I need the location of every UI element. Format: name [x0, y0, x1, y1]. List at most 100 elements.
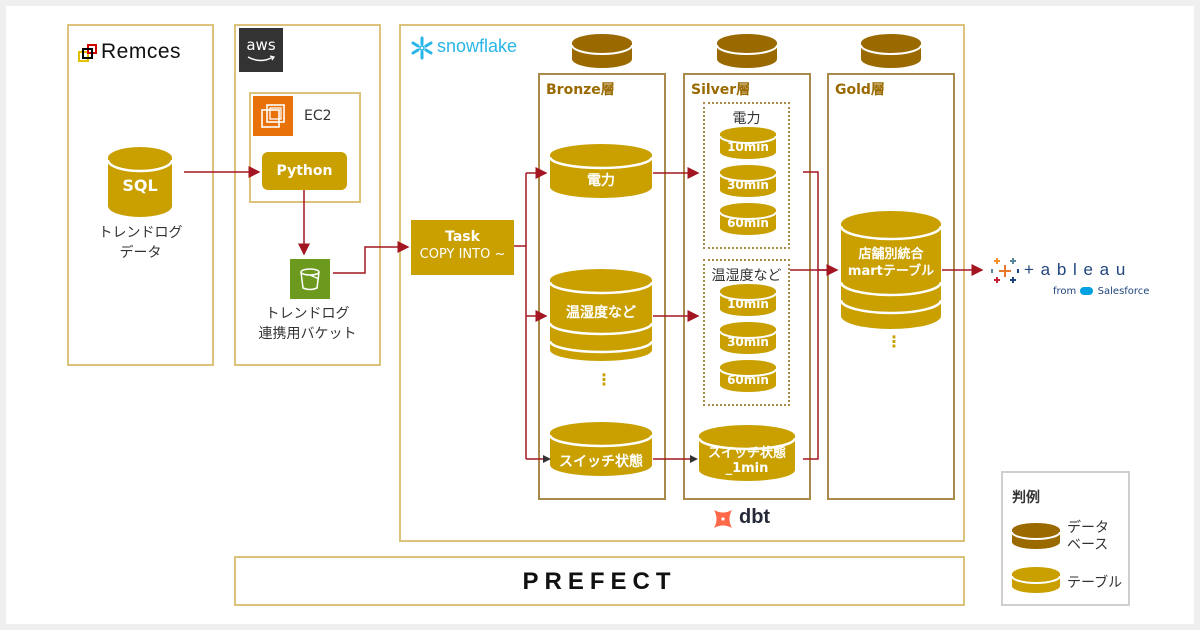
silver-group-power-title: 電力: [732, 111, 761, 127]
legend-title: 判例: [1012, 490, 1040, 506]
silver-small-table-label: 30min: [727, 178, 769, 192]
legend-table-icon: [1011, 567, 1061, 593]
salesforce-text: Salesforce: [1097, 286, 1150, 297]
snowflake-icon: [411, 36, 433, 60]
architecture-diagram: Remces SQL トレンドログ データ aws EC2 Python: [6, 6, 1194, 624]
aws-box: [234, 24, 381, 366]
bronze-table-power: 電力: [548, 143, 654, 199]
silver-group-temp-humidity-title: 温湿度など: [711, 268, 782, 284]
bucket-caption: トレンドログ 連携用バケット: [239, 304, 376, 344]
silver-switch-line2: _1min: [725, 461, 769, 476]
sql-label: SQL: [122, 176, 158, 195]
salesforce-cloud-icon: [1080, 287, 1094, 295]
remces-logo: Remces: [78, 40, 208, 66]
prefect-box: PREFECT: [234, 556, 965, 606]
gold-mart-table: 店舗別統合 martテーブル: [839, 210, 943, 330]
silver-small-table-label: 10min: [727, 140, 769, 154]
gold-mart-table-label: 店舗別統合 martテーブル: [840, 246, 942, 280]
gold-mart-line1: 店舗別統合: [858, 247, 924, 262]
tableau-from-salesforce: from Salesforce: [1053, 286, 1149, 297]
gold-layer-title: Gold層: [835, 82, 885, 98]
remces-logo-icon: [78, 44, 97, 62]
bronze-ellipsis: ⋮: [596, 370, 612, 389]
silver-small-table-label: 60min: [727, 373, 769, 387]
bronze-table-temp-humidity: 温湿度など: [548, 268, 654, 362]
bronze-table-power-label: 電力: [587, 173, 615, 189]
silver-table-power-30min: 30min: [719, 164, 777, 198]
silver-small-table-label: 60min: [727, 216, 769, 230]
legend-database-label: データ ベース: [1067, 520, 1109, 554]
table-cylinder-icon: [548, 422, 654, 476]
silver-table-switch-1min-label: スイッチ状態 _1min: [698, 446, 796, 476]
prefect-logo-text: PREFECT: [522, 568, 677, 595]
arrow-bucket-to-task: [333, 241, 410, 274]
silver-table-temp-humidity-60min: 60min: [719, 359, 777, 393]
silver-table-switch-1min: スイッチ状態 _1min: [697, 424, 797, 482]
arrow-silver-to-gold-branch: [790, 171, 836, 460]
silver-group-temp-humidity: 温湿度など: [703, 259, 790, 406]
snowflake-box: [399, 24, 965, 542]
silver-table-temp-humidity-30min: 30min: [719, 321, 777, 355]
bronze-layer-title: Bronze層: [546, 82, 615, 98]
silver-table-power-10min: 10min: [719, 126, 777, 160]
bronze-table-switch-state: スイッチ状態: [548, 421, 654, 477]
task-title: Task: [445, 229, 480, 245]
silver-small-table-label: 10min: [727, 297, 769, 311]
bronze-table-switch-state-label: スイッチ状態: [559, 454, 643, 470]
gold-layer: Gold層: [827, 73, 955, 500]
silver-layer-title: Silver層: [691, 82, 751, 98]
ec2-label: EC2: [304, 108, 332, 124]
tableau-cross-icon: [991, 258, 1019, 283]
stacked-table-cylinder-icon: [839, 211, 943, 329]
python-script: Python: [262, 152, 347, 190]
flow-arrows: [184, 166, 984, 463]
table-cylinder-icon: [719, 127, 777, 159]
tableau-logo: + a b l e a u from Salesforce: [990, 256, 1149, 300]
snowflake-logo: snowflake: [410, 34, 540, 62]
arrow-task-branch: [514, 173, 527, 459]
dbt-logo: dbt: [711, 506, 791, 532]
silver-layer: Silver層: [683, 73, 811, 500]
task-command: COPY INTO ~: [419, 247, 506, 262]
silver-database-icon: [716, 34, 778, 68]
aws-smile-icon: [247, 55, 276, 62]
table-cylinder-icon: [548, 144, 654, 198]
stacked-table-cylinder-icon: [548, 269, 654, 361]
silver-table-temp-humidity-10min: 10min: [719, 283, 777, 317]
legend-table-label: テーブル: [1067, 575, 1123, 591]
remces-caption-line1: トレンドログ: [98, 225, 183, 241]
ec2-icon: [253, 96, 293, 136]
silver-small-table-label: 30min: [727, 335, 769, 349]
snowflake-logo-text: snowflake: [437, 36, 518, 56]
arrow-head-silver-switch: [690, 455, 698, 463]
aws-logo-text: aws: [246, 36, 276, 54]
remces-logo-text: Remces: [101, 40, 182, 63]
legend: 判例 データ ベース テーブル: [1001, 471, 1130, 606]
remces-caption: トレンドログ データ: [72, 223, 209, 263]
dbt-logo-text: dbt: [739, 506, 771, 528]
bucket-icon: [300, 268, 320, 291]
aws-logo: aws: [239, 28, 283, 72]
table-cylinder-icon: [719, 165, 777, 197]
bronze-table-temp-humidity-label: 温湿度など: [566, 305, 636, 321]
bucket-caption-line2: 連携用バケット: [258, 326, 357, 342]
tableau-logo-text: + a b l e a u: [1024, 260, 1127, 279]
silver-table-power-60min: 60min: [719, 202, 777, 236]
table-cylinder-icon: [719, 322, 777, 354]
silver-group-power: 電力: [703, 102, 790, 249]
table-cylinder-icon: [719, 284, 777, 316]
remces-caption-line2: データ: [119, 245, 162, 261]
gold-mart-line2: martテーブル: [847, 264, 935, 279]
table-cylinder-icon: [697, 425, 797, 481]
legend-database-line2: ベース: [1067, 537, 1109, 553]
gold-ellipsis: ⋮: [886, 332, 902, 351]
ec2-box: [249, 92, 361, 203]
remces-box: [67, 24, 214, 366]
sql-cylinder-icon: [106, 147, 174, 217]
bronze-layer: Bronze層: [538, 73, 666, 500]
sql-database: SQL: [106, 146, 174, 218]
bucket-caption-line1: トレンドログ: [265, 306, 350, 322]
table-cylinder-icon: [719, 203, 777, 235]
arrow-head-bronze-switch: [543, 455, 551, 463]
s3-bucket-icon: [290, 259, 330, 299]
